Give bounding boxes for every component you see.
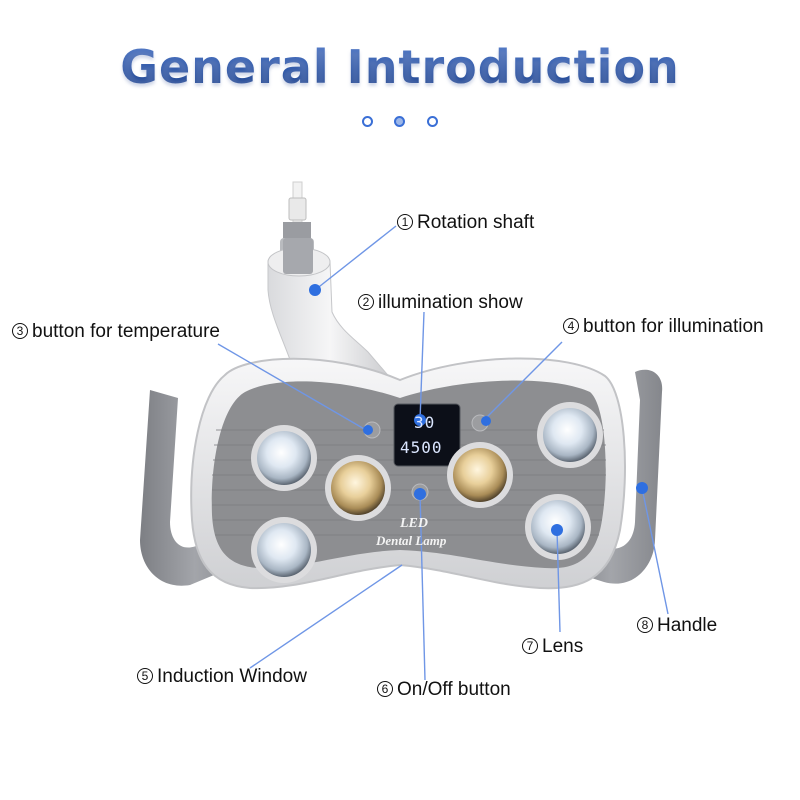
leader-lines <box>217 225 669 681</box>
brand-line-1: LED <box>400 516 428 531</box>
pointer-dots <box>309 284 648 536</box>
handles <box>140 369 663 586</box>
brand-line-2: Dental Lamp <box>376 533 447 548</box>
temperature-readout: 30 <box>414 413 436 432</box>
illumination-readout: 4500 <box>400 438 443 457</box>
page-title: General Introduction <box>0 40 800 94</box>
lamp-body <box>190 357 626 590</box>
rotation-shaft <box>267 181 393 393</box>
pager-dot-2[interactable] <box>394 116 405 127</box>
pager-dot-3[interactable] <box>427 116 438 127</box>
pager-dot-1[interactable] <box>362 116 373 127</box>
